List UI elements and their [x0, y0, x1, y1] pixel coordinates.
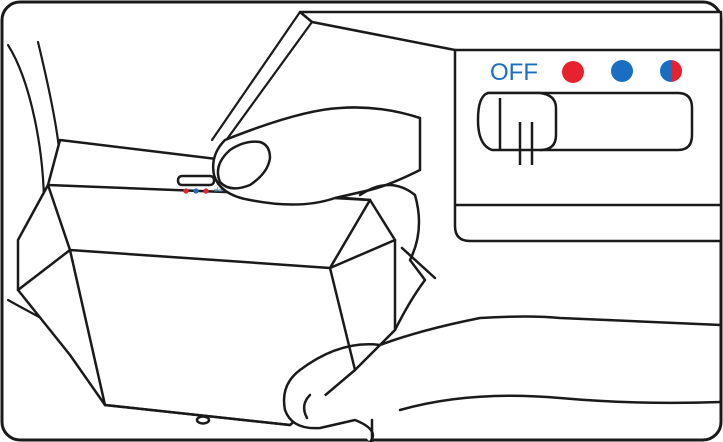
device-face-upper [46, 183, 372, 270]
zoom-blue-dot [611, 60, 633, 82]
zoom-panel: OFF [298, 10, 723, 243]
device-face-right-bevel [328, 238, 397, 270]
zoom-slide-switch [476, 91, 694, 165]
zoom-off-label: OFF [490, 59, 538, 86]
device-bottom-edge [103, 403, 292, 427]
device-face-left-bevel [16, 248, 72, 292]
device-bottom-hole [195, 415, 211, 425]
device-red-dot [183, 188, 189, 194]
hand-palm-top [298, 315, 723, 372]
zoom-switch-knob [476, 91, 558, 152]
device-mixed-dot [203, 188, 209, 194]
hand-thumbnail [302, 393, 312, 420]
panel-diagonal-1 [210, 10, 302, 142]
device-blue-dot [193, 188, 199, 194]
zoom-half-red-half-blue-dot [660, 60, 682, 82]
device-face-right-edge [328, 266, 357, 372]
device-face-left-edge [68, 248, 107, 407]
background-curve-left [6, 43, 46, 217]
hand [211, 106, 723, 442]
device-switch-slot [176, 174, 216, 187]
hand-crease [400, 246, 437, 280]
panel-diagonal-2 [220, 20, 314, 148]
hand-palm-bottom [398, 394, 723, 412]
hand-knuckles [358, 183, 427, 332]
hand-fingernail [216, 140, 272, 190]
zoom-switch-track [488, 91, 694, 152]
zoom-off-red-dot [562, 61, 584, 83]
